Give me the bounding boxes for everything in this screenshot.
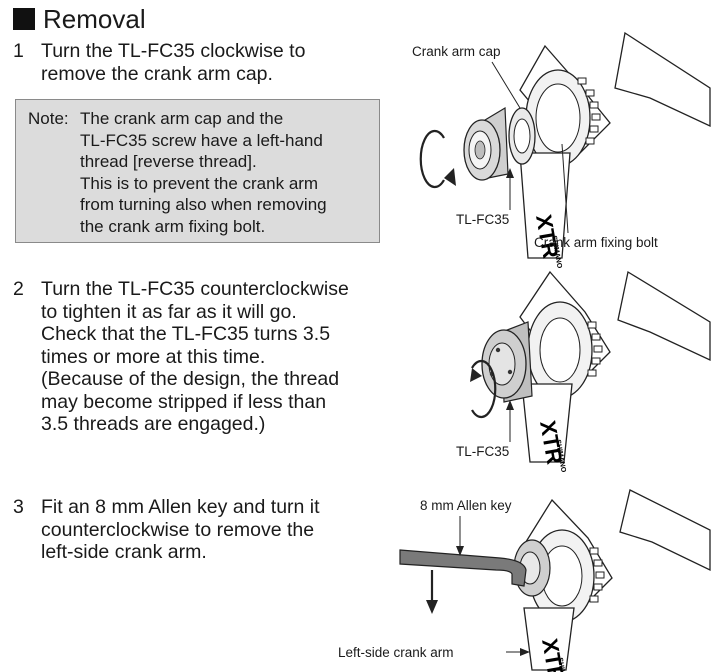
step-3: 3 Fit an 8 mm Allen key and turn it coun…	[13, 496, 320, 564]
callout-tl-fc35: TL-FC35	[456, 400, 514, 459]
step-number: 1	[13, 40, 24, 62]
step-text: Turn the TL-FC35 counterclockwise to tig…	[41, 278, 349, 435]
callout-crank-arm-fixing-bolt: Crank arm fixing bolt	[534, 143, 658, 250]
note-label: Note:	[28, 109, 69, 128]
figure-2-tool-tightening: XTR SHIMANO TL-FC35	[456, 270, 711, 473]
callout-tl-fc35: TL-FC35	[456, 168, 514, 227]
callout-left-side-crank-arm: Left-side crank arm	[338, 645, 530, 660]
callout-crank-arm-cap: Crank arm cap	[412, 44, 521, 109]
tl-fc35-tool	[463, 106, 509, 181]
note-box: Note: The crank arm cap and the TL-FC35 …	[15, 99, 380, 243]
allen-key	[399, 549, 527, 587]
rotation-arrow-icon	[470, 359, 497, 419]
figure-1-crank-cap-removal: XTR SHIMANO Crank arm cap TL-FC35 Crank …	[412, 31, 711, 269]
crank-spline-teeth	[577, 77, 601, 145]
note-text: The crank arm cap and the TL-FC35 screw …	[80, 109, 327, 236]
svg-text:TL-FC35: TL-FC35	[456, 444, 509, 459]
tl-fc35-tool	[481, 321, 533, 403]
rotation-arrow-icon	[419, 129, 456, 189]
crank-arm-illustration: XTR SHIMANO	[523, 489, 711, 672]
crank-arm-cap	[508, 107, 536, 165]
svg-text:Left-side crank arm: Left-side crank arm	[338, 645, 454, 660]
step-number: 3	[13, 496, 24, 518]
svg-text:TL-FC35: TL-FC35	[456, 212, 509, 227]
figure-3-allen-key-removal: XTR SHIMANO 8 mm Allen key Left-side cra…	[338, 489, 711, 672]
svg-text:8 mm Allen key: 8 mm Allen key	[420, 498, 512, 513]
crank-arm-illustration: XTR SHIMANO	[519, 270, 711, 473]
crank-spline-teeth	[589, 547, 605, 603]
step-2: 2 Turn the TL-FC35 counterclockwise to t…	[13, 278, 349, 436]
svg-text:Crank arm cap: Crank arm cap	[412, 44, 501, 59]
svg-text:Crank arm fixing bolt: Crank arm fixing bolt	[534, 235, 658, 250]
step-1: 1 Turn the TL-FC35 clockwise to remove t…	[13, 40, 305, 85]
section-title: Removal	[43, 4, 146, 34]
crank-spline-teeth	[587, 321, 603, 377]
crank-arm-illustration: XTR SHIMANO	[519, 31, 711, 269]
callout-allen-key: 8 mm Allen key	[420, 498, 512, 556]
step-text: Fit an 8 mm Allen key and turn it counte…	[41, 496, 320, 563]
section-header: Removal	[13, 4, 146, 34]
step-text: Turn the TL-FC35 clockwise to remove the…	[41, 40, 306, 85]
black-square-icon	[13, 8, 35, 30]
down-arrow-icon	[426, 570, 438, 614]
step-number: 2	[13, 278, 24, 300]
